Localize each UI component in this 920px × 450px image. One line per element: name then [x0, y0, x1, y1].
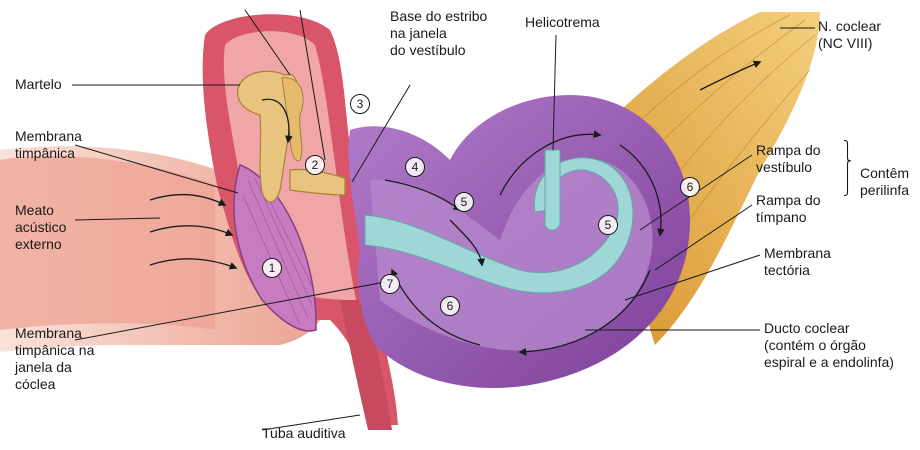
step-marker: 6 — [680, 177, 700, 197]
step-marker: 2 — [305, 155, 325, 175]
label-helicotrema: Helicotrema — [525, 14, 600, 31]
label-n-coclear: N. coclear(NC VIII) — [818, 18, 881, 52]
step-marker: 7 — [380, 274, 400, 294]
step-marker: 1 — [262, 258, 282, 278]
helicotrema-tip — [545, 150, 560, 230]
step-marker: 3 — [350, 94, 370, 114]
step-marker: 5 — [454, 192, 474, 212]
step-marker: 4 — [405, 157, 425, 177]
step-marker: 5 — [598, 215, 618, 235]
step-marker: 6 — [440, 296, 460, 316]
label-martelo: Martelo — [15, 76, 62, 93]
label-tuba-auditiva: Tuba auditiva — [262, 425, 346, 442]
brace: ⎫⎬⎪⎭ — [843, 140, 852, 196]
